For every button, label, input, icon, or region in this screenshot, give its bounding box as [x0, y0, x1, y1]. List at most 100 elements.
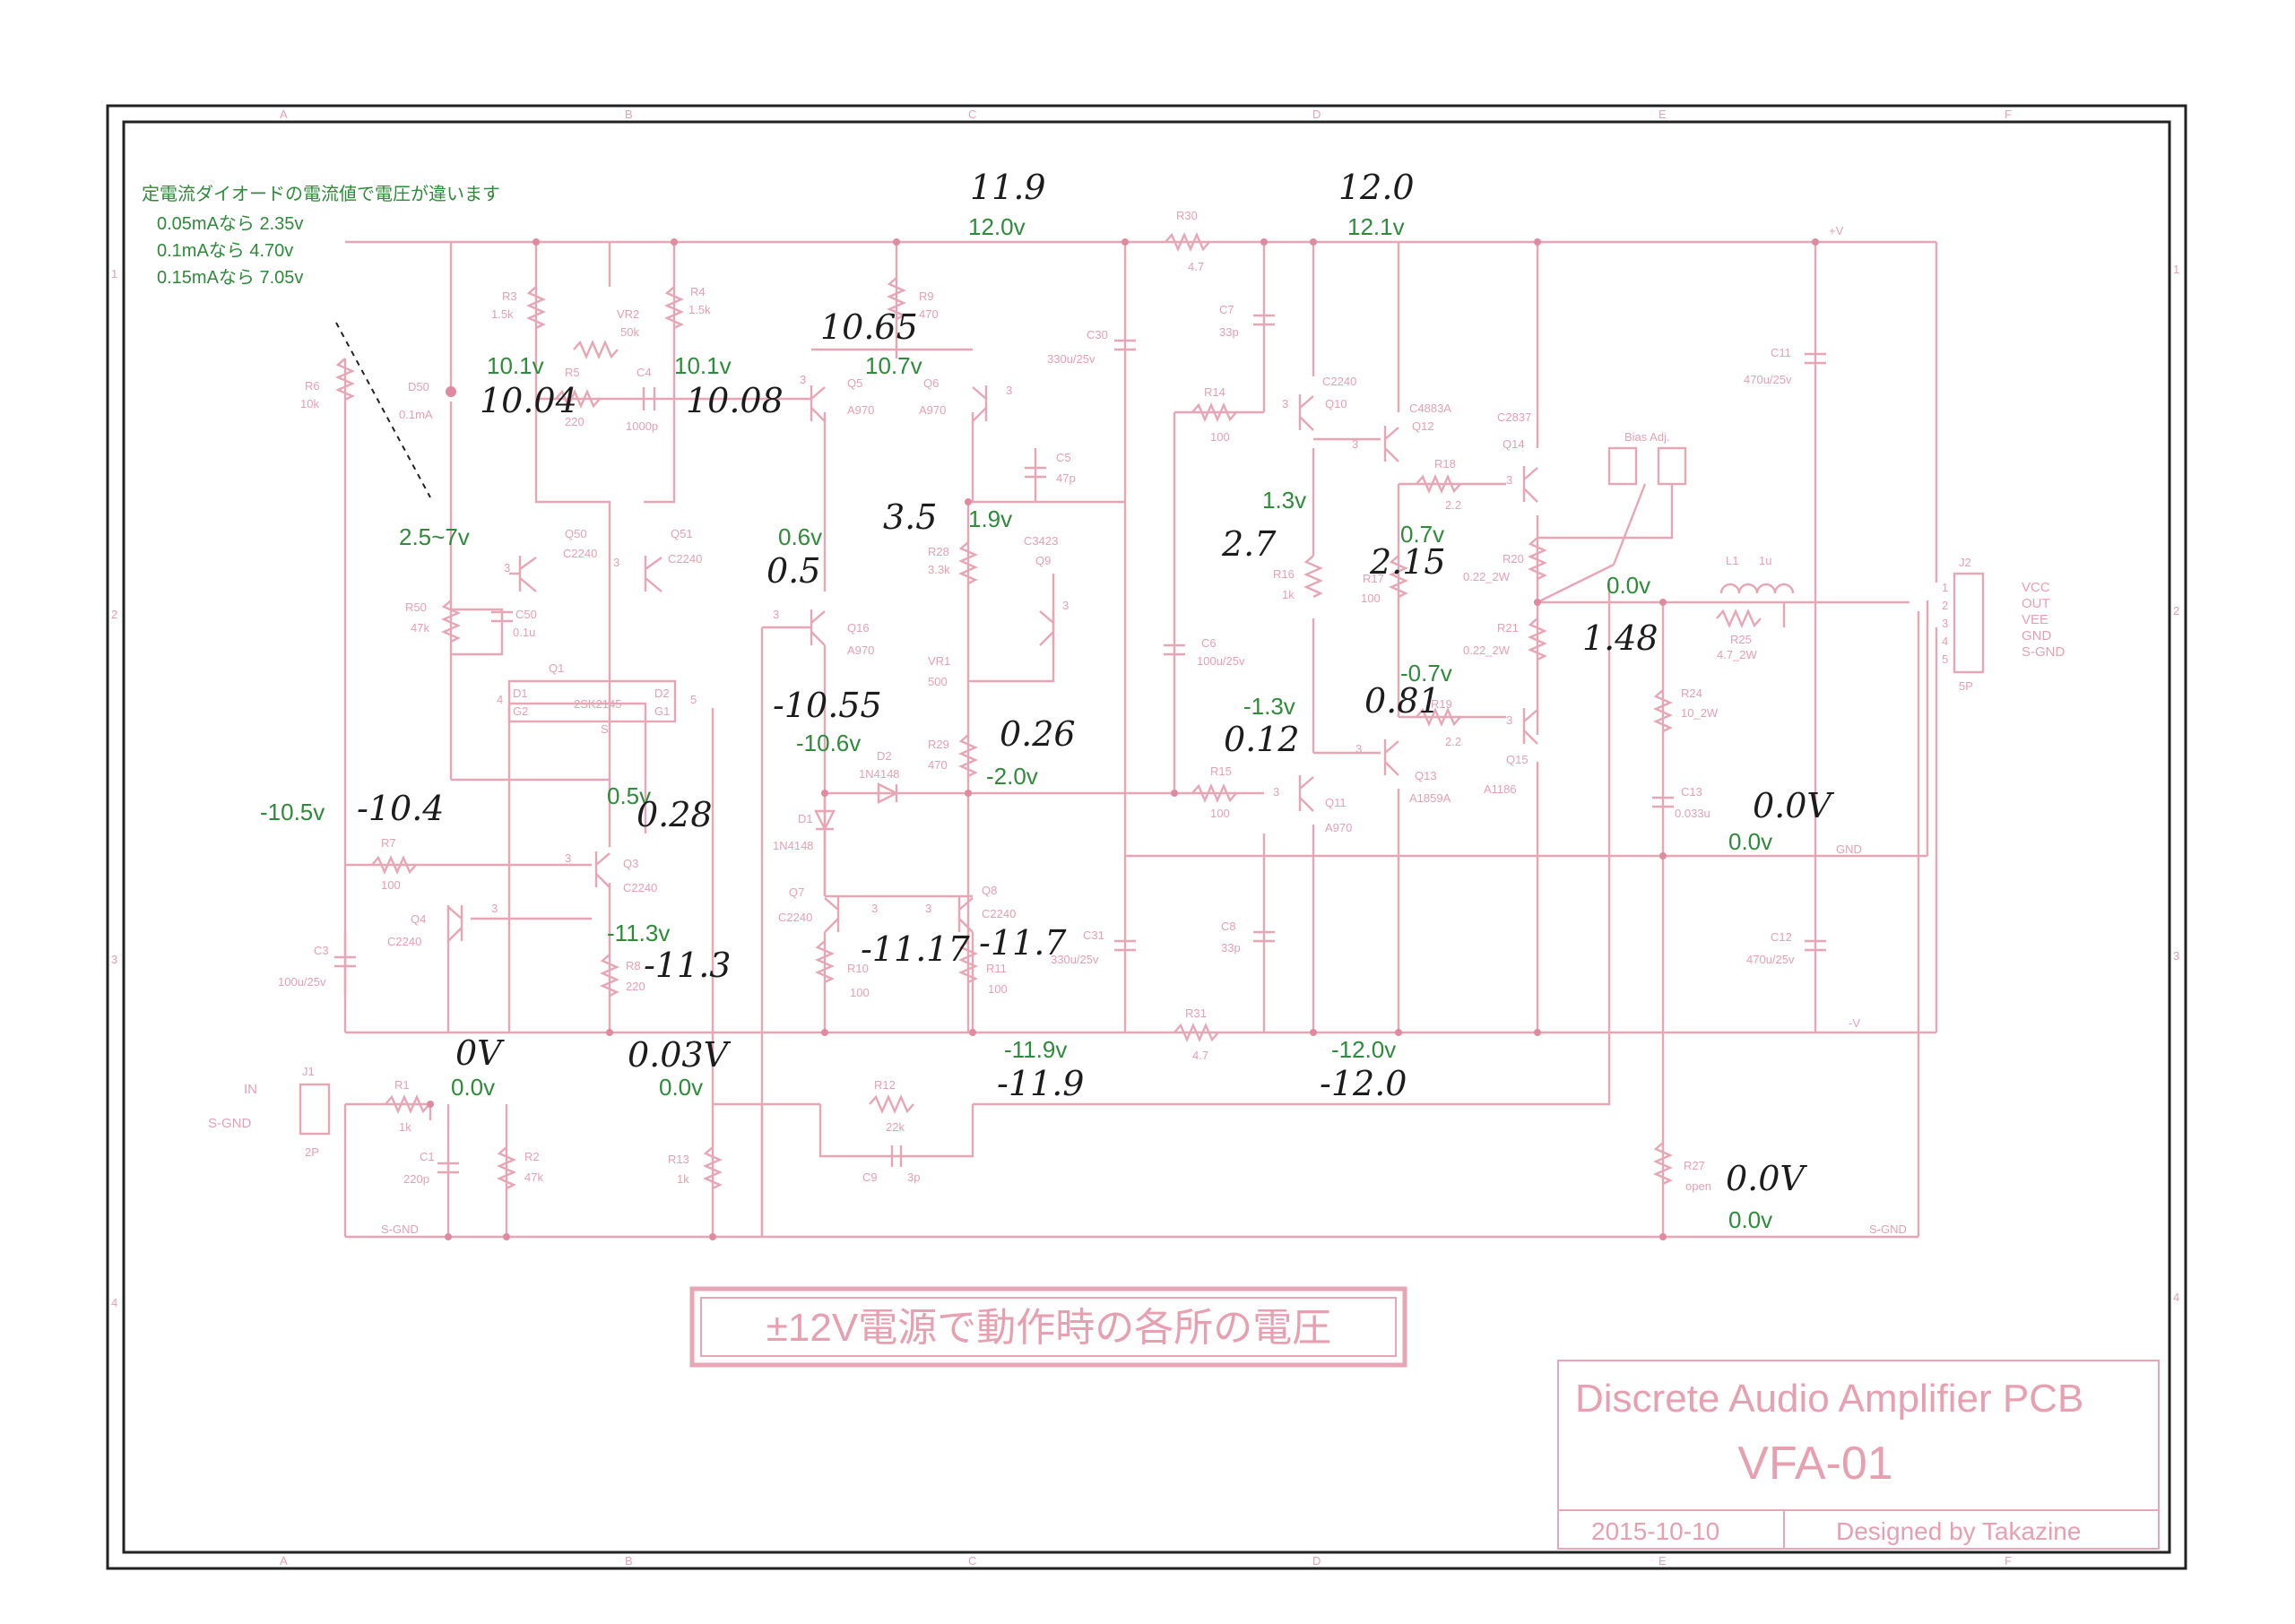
j2-label-vcc: VCC [2022, 580, 2050, 595]
l1-val: 1u [1759, 554, 1771, 567]
q8-symbol [957, 896, 974, 933]
r21-ref: R21 [1497, 621, 1519, 635]
r13-symbol [703, 1146, 723, 1190]
c50-ref: C50 [515, 608, 537, 621]
c3-val: 100u/25v [278, 975, 326, 989]
r50-symbol [441, 600, 461, 644]
pv-q9-node: 1.9v [968, 505, 1012, 532]
q9-pin3: 3 [1062, 599, 1069, 612]
r5-val: 220 [565, 415, 585, 428]
hw-q16-emit: -10.55 [773, 686, 882, 725]
q50-symbol [518, 556, 537, 592]
c12-ref: C12 [1771, 930, 1792, 944]
q5-pin3: 3 [800, 373, 806, 386]
pv-top-d: 12.1v [1347, 213, 1405, 240]
title-block: Discrete Audio Amplifier PCB VFA-01 2015… [1557, 1360, 2160, 1550]
q1-pin-4: 4 [497, 693, 503, 706]
bias-adj-label: Bias Adj. [1624, 430, 1670, 444]
q1-pin-g1: G1 [654, 704, 670, 718]
r15-ref: R15 [1210, 764, 1232, 778]
c11-val: 470u/25v [1744, 373, 1792, 386]
q16-symbol [810, 609, 826, 646]
c6-val: 100u/25v [1197, 654, 1245, 668]
c9-symbol [890, 1145, 903, 1167]
r14-symbol [1191, 402, 1237, 422]
pv-vee-d: -12.0v [1331, 1036, 1396, 1063]
r27-ref: R27 [1684, 1159, 1705, 1172]
pv-gnd-right: 0.0v [1728, 828, 1772, 855]
r25-val: 4.7_2W [1717, 648, 1758, 661]
banner-text: ±12V電源で動作時の各所の電圧 [766, 1306, 1331, 1350]
r28-symbol [958, 541, 978, 585]
pv-q16-emit: -10.6v [796, 730, 861, 756]
hw-in-node: 0V [455, 1033, 505, 1073]
c7-val: 33p [1219, 325, 1239, 339]
r11-val: 100 [988, 982, 1008, 996]
r5-symbol [555, 389, 601, 409]
component-labels: R3 1.5k VR2 50k R4 1.5k R9 470 R30 4.7 R… [278, 209, 1795, 1193]
hw-q11-node: 0.12 [1224, 720, 1300, 759]
hw-vee-d: -12.0 [1320, 1064, 1407, 1103]
r9-symbol [887, 277, 906, 321]
q1-pin-s: S [601, 722, 609, 736]
j1-ref: J1 [302, 1065, 315, 1078]
pv-left-neg: -10.5v [260, 799, 325, 825]
col-e-bottom: E [1658, 1554, 1667, 1568]
col-d-bottom: D [1312, 1554, 1321, 1568]
q3-ref: Q3 [623, 857, 638, 870]
vr1-val: 500 [928, 675, 948, 688]
q15-val: A1186 [1484, 782, 1517, 796]
r13-ref: R13 [668, 1153, 689, 1166]
q6-pin3: 3 [1006, 384, 1012, 397]
r12-val: 22k [886, 1120, 905, 1134]
r16-symbol [1303, 555, 1323, 599]
r21-val: 0.22_2W [1463, 644, 1511, 657]
wire-q51-col [644, 242, 676, 504]
q8-val: C2240 [982, 907, 1016, 920]
sgnd-label-right: S-GND [1869, 1222, 1907, 1236]
j2-connector: J2 5P 1 2 3 4 5 VCC OUT VEE GND S-GND [1942, 556, 2066, 693]
c12-symbol [1805, 939, 1826, 952]
q1-package: Q1 2SK2145 D1 G2 D2 G1 S 4 5 [497, 661, 697, 736]
j1-connector: J1 2P IN S-GND [208, 1065, 331, 1159]
hw-q9-mid: 3.5 [883, 497, 937, 537]
in-label: IN [244, 1082, 257, 1097]
note-line3: 0.1mAなら 4.70v [157, 241, 293, 261]
vr2-ref: VR2 [617, 307, 639, 321]
c5-ref: C5 [1056, 451, 1071, 464]
r17-val: 100 [1361, 592, 1381, 605]
j2-pin-1: 1 [1942, 581, 1948, 594]
pv-q3-node: 0.5v [607, 782, 651, 809]
transistors [447, 385, 1538, 942]
j2-label-sgnd: S-GND [2022, 644, 2066, 660]
c8-symbol [1253, 930, 1275, 943]
r30-ref: R30 [1176, 209, 1198, 222]
c7-ref: C7 [1219, 303, 1234, 316]
c9-val: 3p [907, 1170, 920, 1184]
j1-val: 2P [305, 1145, 319, 1159]
r10-symbol [815, 940, 835, 984]
c9-ref: C9 [862, 1170, 878, 1184]
hw-q13-node: 0.81 [1364, 681, 1441, 721]
j2-pin-2: 2 [1942, 599, 1948, 612]
r30-symbol [1165, 232, 1210, 252]
r13-val: 1k [677, 1172, 689, 1186]
note-line2: 0.05mAなら 2.35v [157, 214, 303, 234]
grid-markers: A B C D E F A B C D E F 1 2 3 4 1 2 3 4 [111, 108, 2179, 1568]
voltage-banner: ±12V電源で動作時の各所の電圧 [689, 1286, 1407, 1368]
r31-ref: R31 [1185, 1006, 1207, 1020]
l1-symbol [1719, 583, 1795, 594]
pv-q13-in: -0.7v [1400, 660, 1452, 687]
c1-val: 220p [403, 1172, 429, 1186]
q13-pin3: 3 [1355, 742, 1362, 756]
hw-r29-node: 0.26 [1000, 714, 1076, 754]
sgnd-label-left: S-GND [381, 1222, 419, 1236]
col-c-bottom: C [968, 1554, 976, 1568]
j2-label-gnd: GND [2022, 628, 2052, 644]
vr1-ref: VR1 [928, 654, 950, 668]
r18-symbol [1416, 474, 1461, 494]
q9-symbol [1039, 609, 1055, 646]
q11-ref: Q11 [1325, 796, 1347, 809]
q4-ref: Q4 [411, 912, 426, 926]
q11-val: A970 [1325, 821, 1352, 834]
